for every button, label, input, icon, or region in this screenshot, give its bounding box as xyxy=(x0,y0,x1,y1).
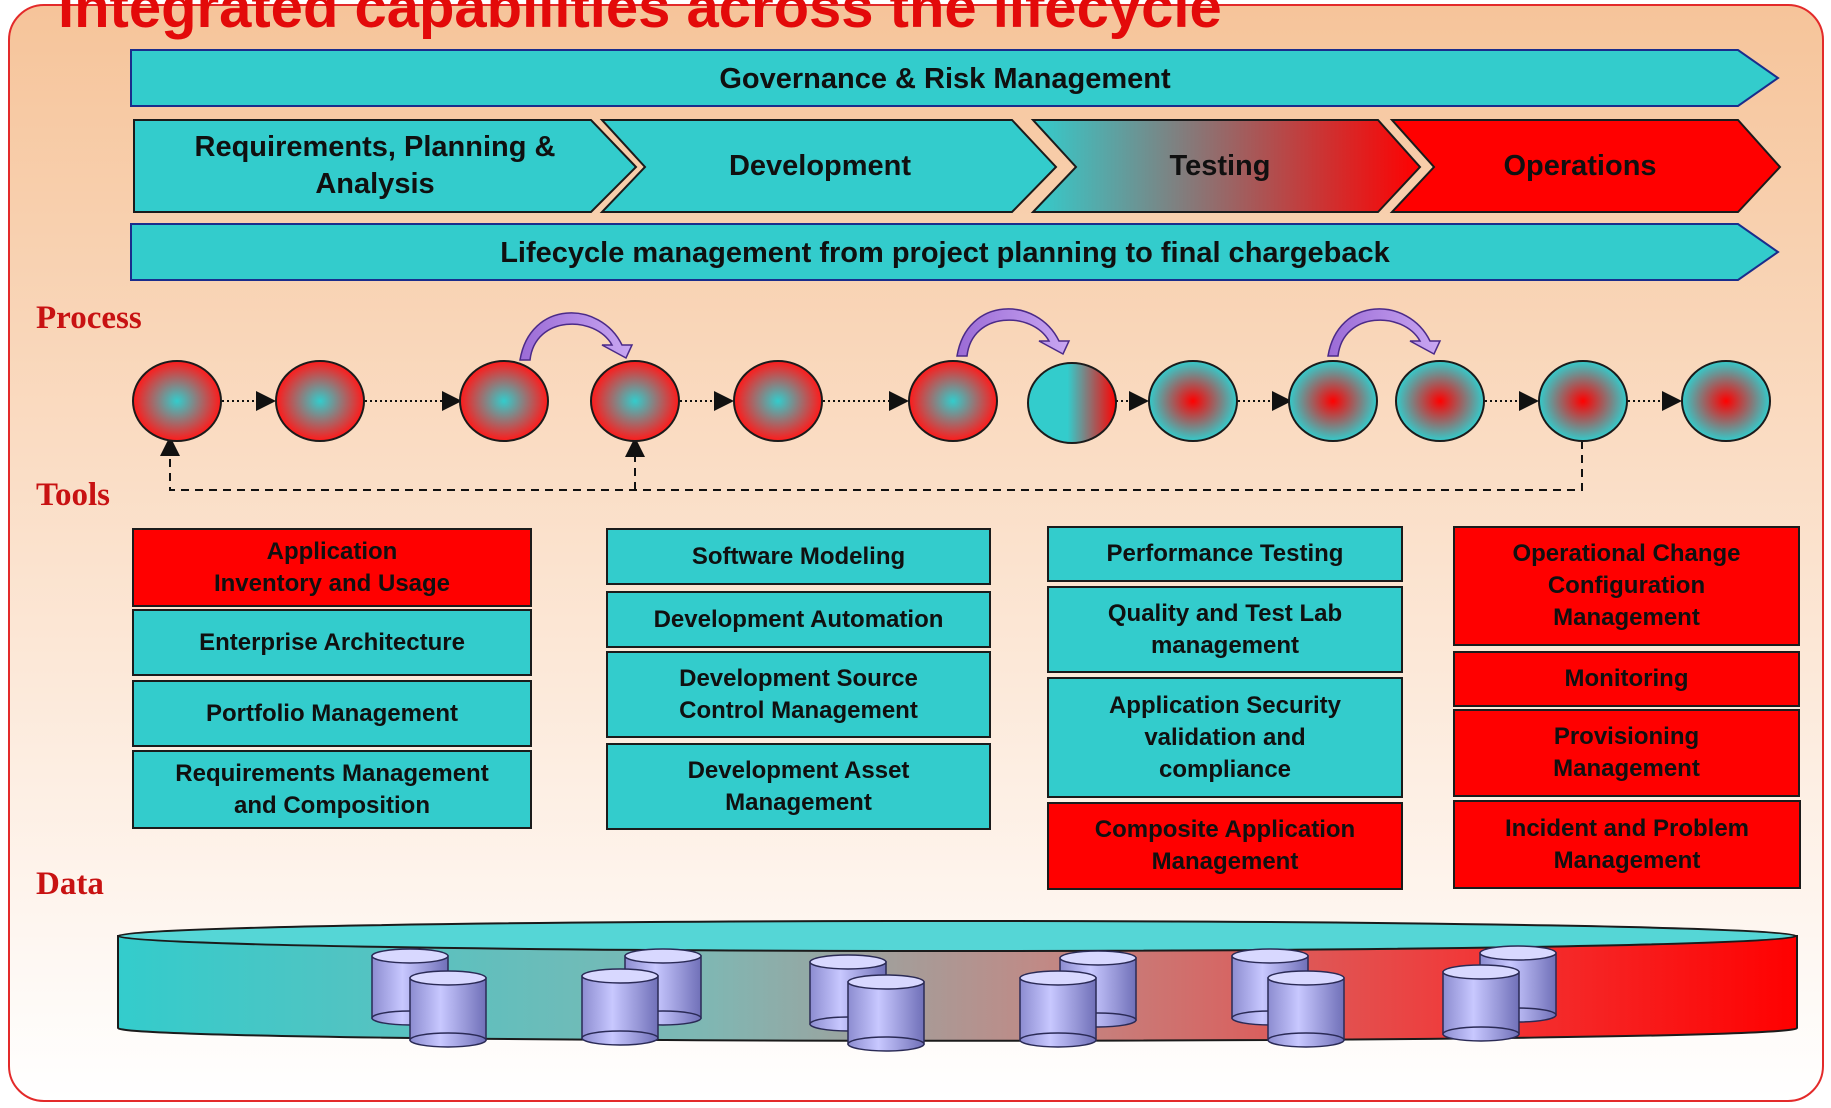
database-icon xyxy=(1267,970,1345,1048)
tool-box-software-modeling: Software Modeling xyxy=(606,528,991,585)
data-repository xyxy=(117,920,1798,1042)
phase-label-requirements: Requirements, Planning & Analysis xyxy=(194,131,556,200)
tool-box-composite-application: Composite Application Management xyxy=(1047,802,1403,890)
curved-arrow-1 xyxy=(519,312,634,361)
process-node xyxy=(1148,360,1238,442)
process-node xyxy=(1538,360,1628,442)
phase-chevron-operations xyxy=(1389,119,1782,213)
process-node xyxy=(1681,360,1771,442)
curved-arrow-2 xyxy=(956,308,1071,357)
phase-chevron-requirements xyxy=(133,119,638,213)
tool-box-provisioning: Provisioning Management xyxy=(1453,709,1800,797)
phase-label-operations: Operations xyxy=(1503,149,1657,182)
database-icon xyxy=(1442,964,1520,1042)
process-node xyxy=(459,360,549,442)
section-label-tools: Tools xyxy=(36,477,110,513)
tool-box-enterprise-architecture: Enterprise Architecture xyxy=(132,609,532,676)
tool-box-operational-change: Operational Change Configuration Managem… xyxy=(1453,526,1800,646)
tool-box-application-inventory: Application Inventory and Usage xyxy=(132,528,532,607)
phase-chevron-development xyxy=(599,119,1058,213)
section-label-process: Process xyxy=(36,300,142,336)
process-node xyxy=(275,360,365,442)
tool-box-development-automation: Development Automation xyxy=(606,591,991,648)
process-nodes xyxy=(132,360,1771,444)
section-label-data: Data xyxy=(36,866,104,902)
governance-banner-label: Governance & Risk Management xyxy=(719,63,1171,95)
process-node xyxy=(733,360,823,442)
tool-box-monitoring: Monitoring xyxy=(1453,651,1800,707)
database-icon xyxy=(847,974,925,1052)
tool-box-incident-problem: Incident and Problem Management xyxy=(1453,800,1801,889)
tool-box-source-control: Development Source Control Management xyxy=(606,651,991,738)
process-node xyxy=(1395,360,1485,442)
lifecycle-banner xyxy=(130,223,1780,281)
tool-box-requirements-management: Requirements Management and Composition xyxy=(132,750,532,829)
lifecycle-banner-label: Lifecycle management from project planni… xyxy=(500,237,1390,269)
database-icon xyxy=(581,968,659,1046)
feedback-loop xyxy=(160,436,1583,491)
tool-box-application-security: Application Security validation and comp… xyxy=(1047,677,1403,798)
phase-label-development: Development xyxy=(728,149,912,182)
curved-arrow-3 xyxy=(1327,308,1442,357)
database-cylinders xyxy=(371,945,1557,1052)
process-node xyxy=(590,360,680,442)
phase-label-testing: Testing xyxy=(1169,149,1271,182)
slide-title: Integrated capabilities across the lifec… xyxy=(58,0,1222,40)
process-node xyxy=(1288,360,1378,442)
governance-banner xyxy=(130,49,1780,107)
tool-box-performance-testing: Performance Testing xyxy=(1047,526,1403,582)
database-icon xyxy=(409,970,487,1048)
tool-box-development-asset: Development Asset Management xyxy=(606,743,991,830)
phase-chevron-testing xyxy=(1030,119,1422,213)
process-node xyxy=(908,360,998,442)
process-node xyxy=(1027,362,1117,444)
tool-box-quality-test-lab: Quality and Test Lab management xyxy=(1047,586,1403,673)
database-icon xyxy=(1019,970,1097,1048)
process-node xyxy=(132,360,222,442)
tool-box-portfolio-management: Portfolio Management xyxy=(132,680,532,747)
